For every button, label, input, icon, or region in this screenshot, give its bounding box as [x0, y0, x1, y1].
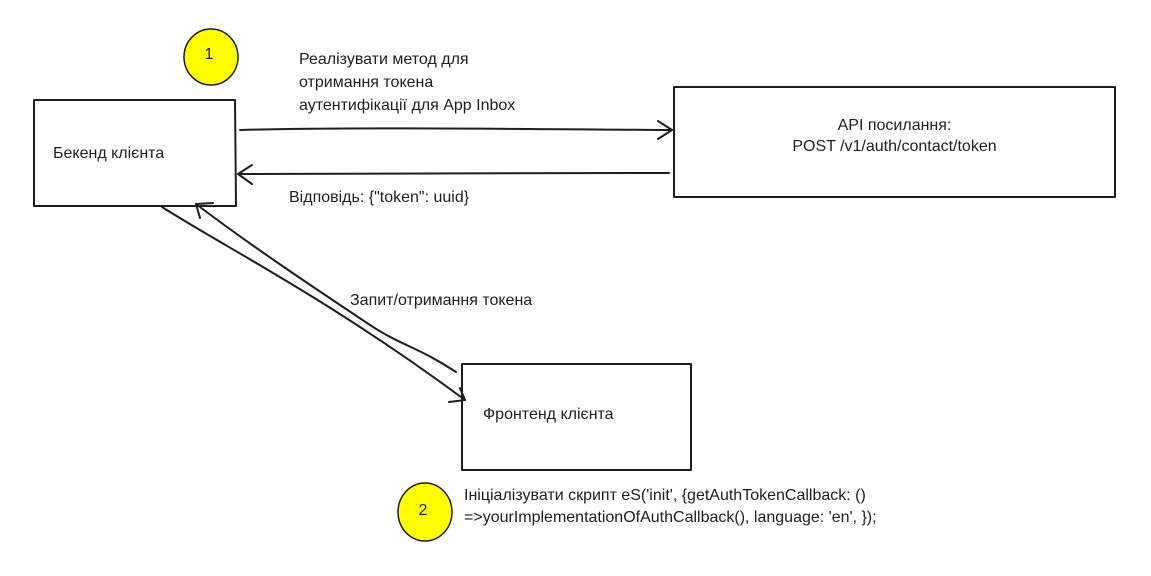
step-1-number: 1 — [204, 46, 214, 63]
frontend-response-arrow — [195, 203, 457, 373]
frontend-request-label: Запит/отримання токена — [350, 292, 533, 309]
api-box[interactable] — [673, 86, 1116, 198]
response-arrow — [237, 172, 670, 175]
backend-box[interactable] — [33, 99, 237, 207]
response-label: Відповідь: {"token": uuid} — [289, 189, 470, 206]
backend-label: Бекенд клієнта — [53, 145, 165, 162]
request-label-line2: отримання токена — [299, 74, 434, 91]
step-2-text-line1: Ініціалізувати скрипт eS('init', {getAut… — [464, 487, 866, 504]
response-arrowhead — [237, 164, 253, 185]
frontend-request-arrow — [161, 206, 466, 401]
request-arrowhead — [657, 120, 673, 140]
api-label-line1: API посилання: — [837, 117, 952, 134]
frontend-response-arrowhead — [195, 202, 214, 219]
frontend-label: Фронтенд клієнта — [483, 406, 614, 423]
step-1-badge — [183, 28, 239, 86]
step-2-number: 2 — [418, 502, 428, 519]
frontend-box[interactable] — [461, 363, 692, 471]
step-2-badge — [397, 482, 453, 542]
request-arrow — [239, 127, 673, 131]
request-label-line3: аутентифікації для App Inbox — [299, 97, 516, 114]
step-2-text-line2: =>yourImplementationOfAuthCallback(), la… — [464, 509, 877, 526]
request-label-line1: Реалізувати метод для — [299, 51, 469, 68]
api-label-line2: POST /v1/auth/contact/token — [792, 138, 997, 155]
frontend-request-arrowhead — [448, 387, 466, 403]
